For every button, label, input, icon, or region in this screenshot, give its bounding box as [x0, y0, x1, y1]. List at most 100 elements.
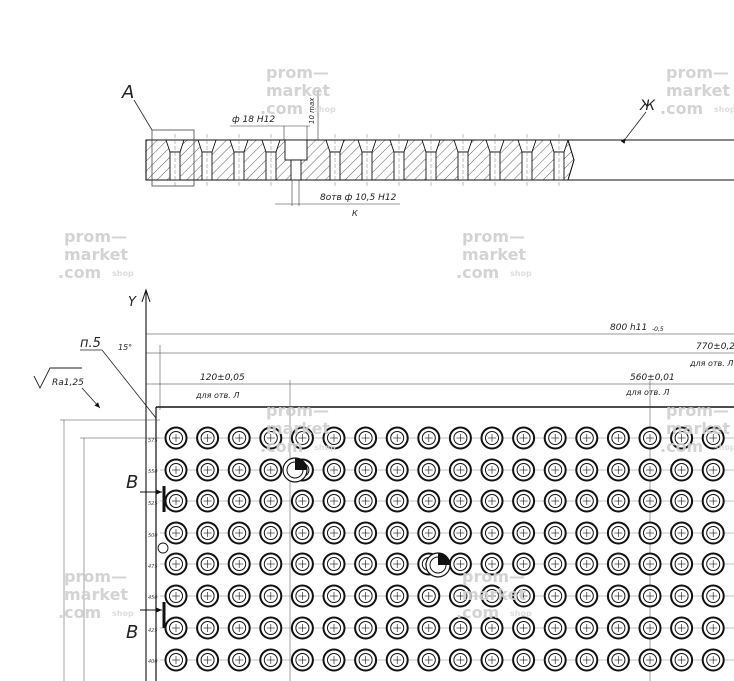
mounting-hole: [385, 458, 409, 482]
mounting-hole: [259, 616, 283, 640]
mounting-hole: [543, 552, 567, 576]
mounting-hole: [164, 616, 188, 640]
mounting-hole: [638, 426, 662, 450]
mounting-hole: [322, 584, 346, 608]
mounting-hole: [448, 648, 472, 672]
section-hole: [517, 134, 537, 186]
mounting-hole: [575, 584, 599, 608]
mounting-hole: [606, 648, 630, 672]
mounting-hole: [196, 458, 220, 482]
mounting-hole: [670, 616, 694, 640]
datum-hole-2: [425, 552, 451, 578]
mounting-hole: [322, 552, 346, 576]
mounting-hole: [448, 616, 472, 640]
row-labels: 575 550 525 500 475 450 425 400: [148, 438, 158, 665]
watermark-line3: .com: [660, 437, 703, 456]
mounting-hole: [606, 521, 630, 545]
mounting-hole: [385, 489, 409, 513]
watermark-line1: prom—: [462, 567, 525, 586]
watermark-line2: market: [266, 81, 330, 100]
mounting-hole: [196, 426, 220, 450]
section-hole: [325, 134, 345, 186]
axis-y-label: Y: [128, 295, 137, 310]
mounting-hole: [575, 648, 599, 672]
mounting-hole: [259, 489, 283, 513]
section-hole: [389, 134, 409, 186]
mounting-hole: [638, 458, 662, 482]
mounting-hole: [164, 458, 188, 482]
dim-bore-top: ф 18 H12: [232, 115, 275, 125]
mounting-hole: [606, 584, 630, 608]
mounting-hole: [701, 552, 725, 576]
mounting-hole: [259, 426, 283, 450]
section-b-top-label: В: [126, 472, 138, 493]
mounting-hole: [480, 458, 504, 482]
mounting-hole: [322, 458, 346, 482]
mounting-hole: [385, 584, 409, 608]
section-b-bottom-label: В: [126, 622, 138, 643]
mounting-hole: [164, 489, 188, 513]
watermark-line3: .com: [58, 263, 101, 282]
mounting-hole: [290, 648, 314, 672]
section-plate-extension: [568, 139, 734, 181]
section-hole: [261, 134, 281, 186]
mounting-hole: [480, 584, 504, 608]
mounting-hole: [417, 426, 441, 450]
mounting-hole: [322, 489, 346, 513]
watermark-suffix: shop: [314, 443, 336, 452]
section-hole: [229, 134, 249, 186]
mounting-hole: [290, 616, 314, 640]
mounting-hole: [164, 426, 188, 450]
mounting-hole: [196, 552, 220, 576]
mounting-hole: [448, 489, 472, 513]
mounting-hole: [701, 458, 725, 482]
row-label: 575: [148, 438, 158, 444]
mounting-hole: [196, 489, 220, 513]
mounting-hole: [227, 426, 251, 450]
watermark-suffix: shop: [510, 609, 532, 618]
mounting-hole: [701, 489, 725, 513]
section-hole: [165, 134, 185, 186]
row-label: 425: [148, 628, 158, 634]
mounting-hole: [575, 521, 599, 545]
mounting-hole: [638, 584, 662, 608]
watermark-line3: .com: [456, 263, 499, 282]
mounting-hole: [196, 648, 220, 672]
section-marker-b-top: В: [126, 472, 166, 512]
mounting-hole: [417, 489, 441, 513]
mounting-hole: [385, 521, 409, 545]
mounting-hole: [227, 552, 251, 576]
row-label: 500: [148, 533, 158, 539]
mounting-hole: [290, 521, 314, 545]
roughness-symbol: [33, 367, 82, 390]
mounting-hole: [259, 458, 283, 482]
mounting-hole: [543, 521, 567, 545]
mounting-hole: [354, 616, 378, 640]
detail-a-frame: [151, 129, 195, 187]
hole-grid: [160, 426, 734, 672]
view-label-a: A: [121, 82, 134, 103]
mounting-hole: [670, 648, 694, 672]
mounting-hole: [227, 584, 251, 608]
mounting-hole: [354, 426, 378, 450]
datum-hole-1: [282, 457, 308, 483]
mounting-hole: [164, 521, 188, 545]
mounting-hole: [227, 616, 251, 640]
mounting-hole: [512, 552, 536, 576]
mounting-hole: [543, 489, 567, 513]
mounting-hole: [322, 648, 346, 672]
mounting-hole: [543, 648, 567, 672]
mounting-hole: [638, 648, 662, 672]
mounting-hole: [701, 584, 725, 608]
mounting-hole: [480, 521, 504, 545]
mounting-hole: [290, 552, 314, 576]
mounting-hole: [417, 458, 441, 482]
mounting-hole: [385, 616, 409, 640]
section-view: A Ж ф 18 H12 10 max 8отв ф 10,5 H12 К: [121, 82, 734, 218]
watermark-line2: market: [64, 585, 128, 604]
mounting-hole: [606, 552, 630, 576]
mounting-hole: [196, 616, 220, 640]
